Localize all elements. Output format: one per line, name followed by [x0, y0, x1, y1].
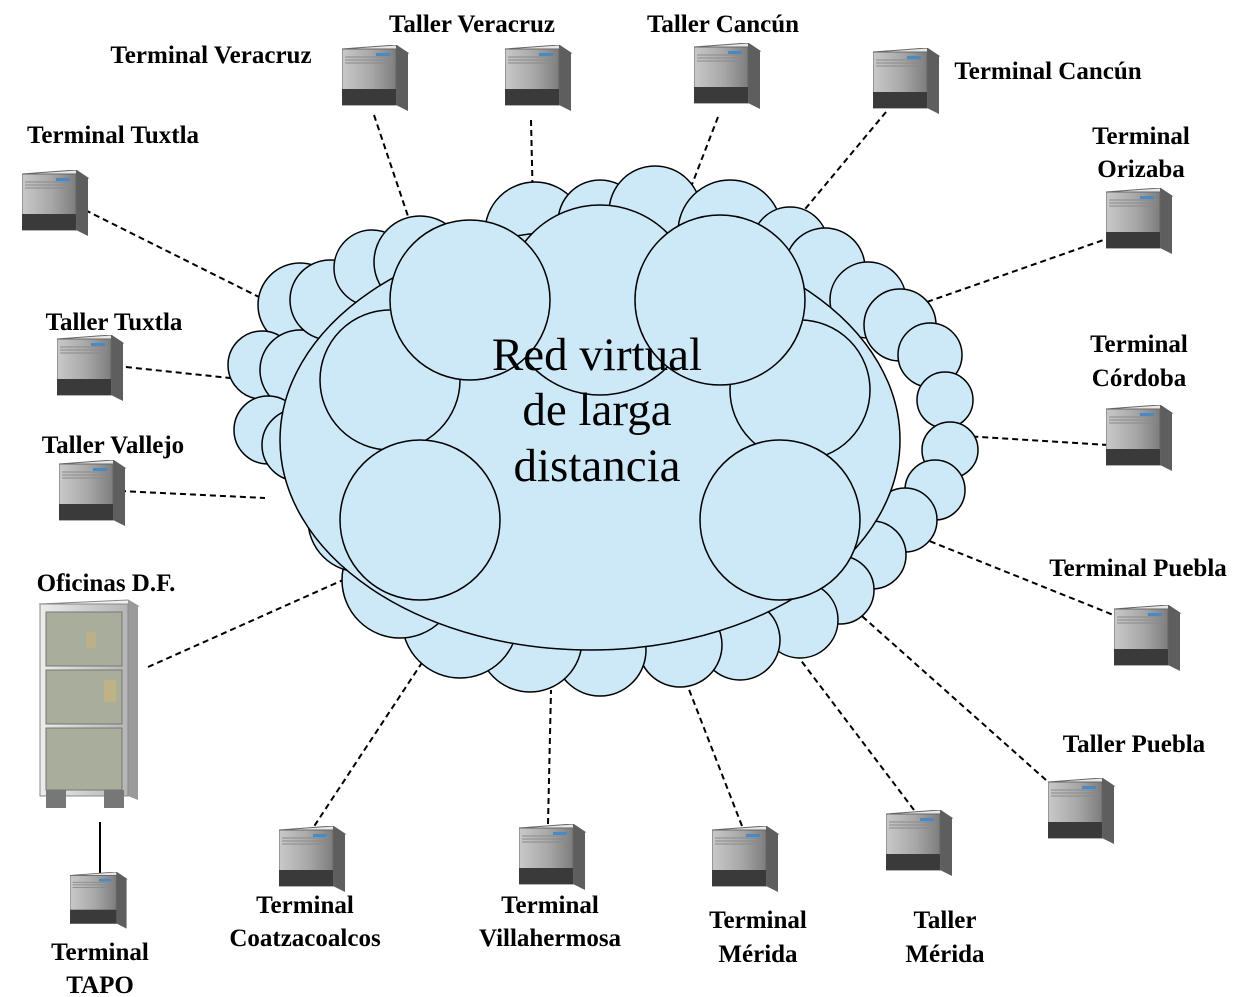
- network-cloud: [227, 165, 979, 697]
- pbx-unit-icon: [342, 45, 409, 112]
- link-terminal-villahermosa: [547, 689, 552, 825]
- link-taller-tuxtla: [115, 365, 231, 379]
- link-terminal-cordoba: [964, 435, 1109, 446]
- label-terminal-tuxtla: Terminal Tuxtla: [27, 122, 200, 149]
- link-oficinas-df: [147, 579, 344, 668]
- label-terminal-villahermosa-line-2: Villahermosa: [479, 925, 622, 952]
- server-rack-icon: [38, 599, 140, 808]
- label-taller-vallejo: Taller Vallejo: [42, 432, 184, 459]
- pbx-unit-icon: [1106, 405, 1173, 472]
- links: [84, 111, 1122, 878]
- label-terminal-veracruz: Terminal Veracruz: [110, 42, 311, 69]
- label-oficinas-df: Oficinas D.F.: [37, 570, 176, 597]
- pbx-unit-icon: [886, 810, 953, 877]
- pbx-unit-icon: [505, 45, 572, 112]
- pbx-unit-icon: [70, 872, 127, 929]
- label-terminal-cordoba-line-1: Terminal: [1090, 331, 1188, 358]
- pbx-unit-icon: [1048, 778, 1115, 845]
- pbx-unit-icon: [22, 170, 89, 237]
- link-taller-vallejo: [119, 490, 266, 499]
- labels: Terminal Veracruz Taller Veracruz Taller…: [27, 11, 1227, 997]
- label-terminal-coatzacoalcos-line-2: Coatzacoalcos: [229, 925, 381, 952]
- pbx-unit-icon: [1114, 605, 1181, 672]
- pbx-unit-icon: [57, 335, 124, 402]
- label-taller-merida-line-1: Taller: [914, 907, 977, 934]
- label-taller-merida-line-2: Mérida: [905, 941, 985, 968]
- cloud-label-line-1: Red virtual: [492, 329, 702, 381]
- link-terminal-coatzacoalcos: [308, 651, 430, 835]
- label-terminal-cordoba-line-2: Córdoba: [1092, 365, 1187, 392]
- label-terminal-villahermosa-line-1: Terminal: [501, 892, 599, 919]
- pbx-unit-icon: [694, 43, 761, 110]
- label-terminal-puebla: Terminal Puebla: [1049, 555, 1227, 582]
- pbx-unit-icon: [59, 460, 126, 527]
- link-taller-merida: [786, 641, 915, 811]
- cloud-label-line-2: de larga: [522, 384, 671, 436]
- cloud-label-line-3: distancia: [513, 440, 680, 492]
- link-taller-puebla: [835, 592, 1047, 781]
- devices: [22, 43, 1181, 929]
- label-terminal-orizaba-line-1: Terminal: [1092, 123, 1190, 150]
- link-terminal-puebla: [911, 533, 1122, 619]
- link-terminal-cancun: [795, 111, 887, 221]
- pbx-unit-icon: [1106, 188, 1173, 255]
- label-taller-cancun: Taller Cancún: [647, 11, 799, 38]
- label-taller-puebla: Taller Puebla: [1063, 731, 1206, 758]
- label-taller-tuxtla: Taller Tuxtla: [46, 309, 183, 336]
- label-terminal-orizaba-line-2: Orizaba: [1097, 156, 1185, 183]
- label-terminal-merida-line-1: Terminal: [709, 907, 807, 934]
- link-terminal-orizaba: [923, 236, 1113, 304]
- pbx-unit-icon: [873, 48, 940, 115]
- pbx-unit-icon: [279, 826, 346, 893]
- pbx-unit-icon: [712, 826, 779, 893]
- link-terminal-tuxtla: [84, 209, 262, 299]
- label-terminal-cancun: Terminal Cancún: [954, 58, 1141, 85]
- label-terminal-tapo-line-2: TAPO: [66, 972, 134, 997]
- label-terminal-coatzacoalcos-line-1: Terminal: [256, 892, 354, 919]
- label-terminal-tapo-line-1: Terminal: [51, 939, 149, 966]
- label-taller-veracruz: Taller Veracruz: [389, 11, 555, 38]
- link-terminal-merida: [682, 673, 743, 827]
- label-terminal-merida-line-2: Mérida: [718, 941, 798, 968]
- pbx-unit-icon: [519, 824, 586, 891]
- cloud-label: Red virtual de larga distancia: [492, 329, 702, 492]
